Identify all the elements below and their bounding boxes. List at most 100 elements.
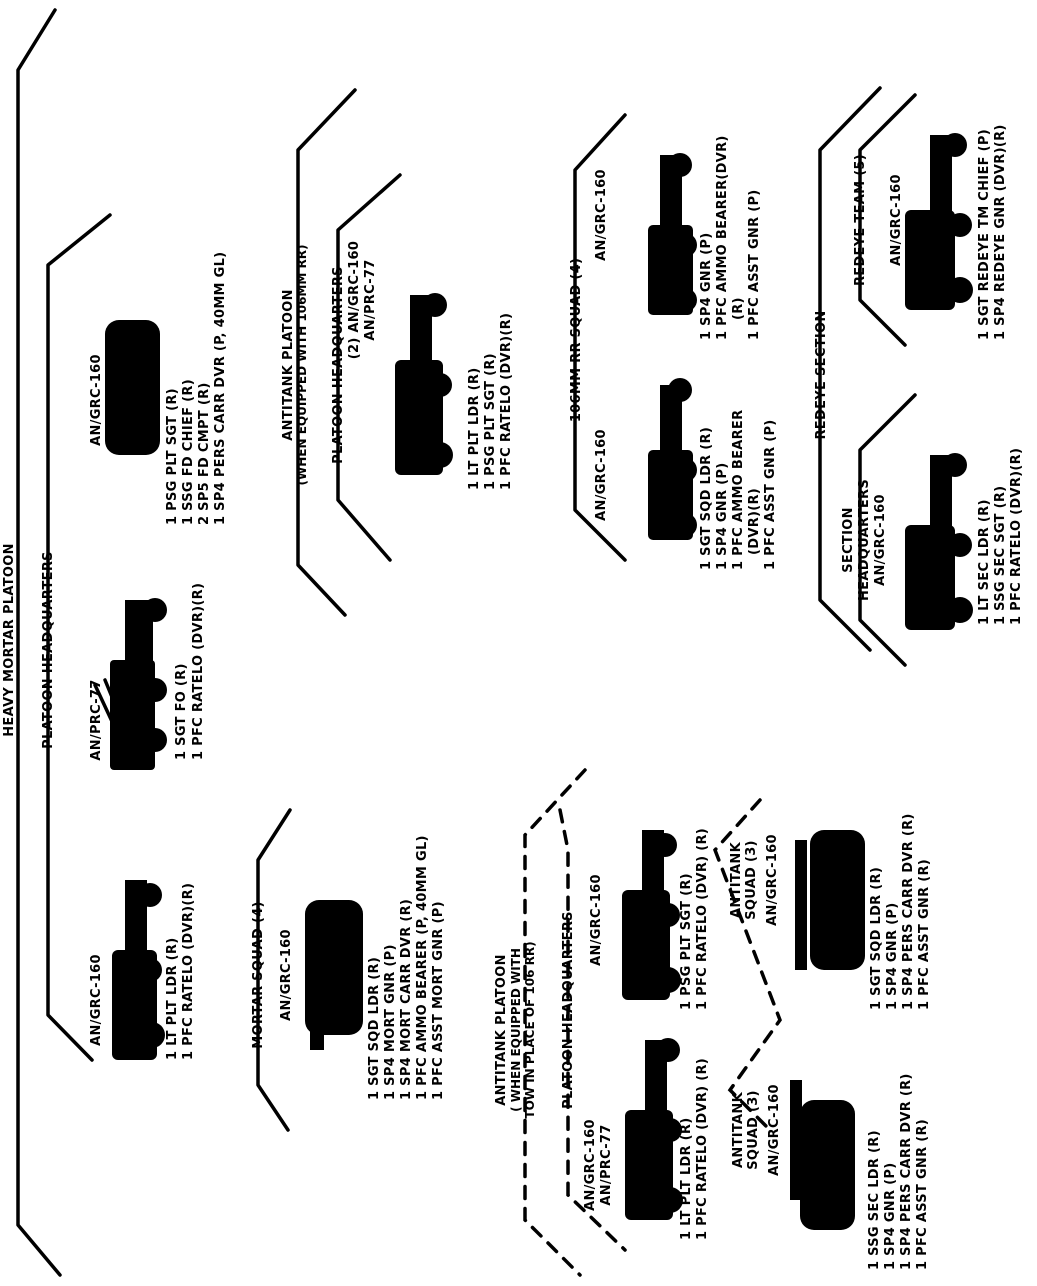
label-text: ANTITANK PLATOON bbox=[281, 289, 296, 441]
label-text: 1 LT PLT LDR (R) bbox=[467, 368, 482, 490]
label-text: ( WHEN EQUIPPED WITH bbox=[509, 948, 523, 1112]
label-text: 1 PFC AMMO BEARER(DVR) bbox=[715, 135, 730, 340]
label-text: 1 SGT FO (R) bbox=[174, 663, 189, 760]
label-text: 1 PSG PLT SGT (R) bbox=[165, 388, 180, 525]
label-text: 1 PFC ASST GNR (R) bbox=[917, 859, 932, 1010]
label-text: AN/GRC-160 bbox=[765, 834, 780, 926]
label-text: AN/GRC-160 bbox=[594, 169, 609, 261]
antitank-106-bracket bbox=[296, 88, 357, 617]
label-text: TOW IN PLACE OF 106 RR) bbox=[523, 941, 537, 1118]
jeep-icon bbox=[625, 1038, 683, 1220]
antitank-106-hq-bracket bbox=[336, 173, 402, 562]
label-text: 1 SGT SQD LDR (R) bbox=[367, 957, 382, 1100]
label-text: 1 SP4 PERS CARR DVR (P, 40MM GL) bbox=[213, 252, 228, 525]
tow-carrier-icon bbox=[790, 1080, 855, 1230]
redeye-section-bracket bbox=[818, 86, 882, 652]
carrier-icon bbox=[305, 900, 363, 1050]
label-text: 1 SP4 GNR (P) bbox=[715, 463, 730, 570]
label-text: 1 PFC RATELO (DVR)(R) bbox=[1009, 448, 1024, 625]
jeep-icon bbox=[905, 453, 973, 630]
label-text: PLATOON HEADQUARTERS bbox=[561, 911, 576, 1109]
redeye-section: REDEYE SECTION SECTION HEADQUARTERS AN/G… bbox=[814, 124, 1024, 630]
label-text: 1 SGT REDEYE TM CHIEF (P) bbox=[977, 129, 992, 340]
label-text: SQUAD (3) bbox=[746, 1090, 761, 1170]
label-text: 1 PFC ASST GNR (R) bbox=[915, 1119, 930, 1270]
label-text: REDEYE SECTION bbox=[814, 310, 829, 439]
label-text: 1 PFC ASST GNR (P) bbox=[747, 189, 762, 340]
label-text: AN/PRC-77 bbox=[363, 259, 378, 340]
label-text: AN/GRC-160 bbox=[873, 494, 888, 586]
label-text: HEADQUARTERS bbox=[857, 479, 872, 601]
label-text: 1 PFC RATELO (DVR)(R) bbox=[499, 313, 514, 490]
label-text: 1 SP4 MORT CARR DVR (R) bbox=[399, 899, 414, 1100]
label-text: 1 PFC RATELO (DVR)(R) bbox=[181, 883, 196, 1060]
label-text: SQUAD (3) bbox=[744, 840, 759, 920]
label-text: MORTAR SQUAD (4) bbox=[251, 901, 266, 1049]
redeye-hq-bracket bbox=[858, 393, 917, 667]
label-text: (R) bbox=[731, 297, 746, 320]
label-text: 2 SP5 FD CMPT (R) bbox=[197, 382, 212, 525]
label-text: 1 SP4 GNR (P) bbox=[699, 233, 714, 340]
label-text: ANTITANK PLATOON bbox=[494, 954, 509, 1106]
label-text: AN/GRC-160 bbox=[889, 174, 904, 266]
hq-unit-2: AN/PRC-77 1 SGT FO (R) 1 PFC RATELO (DVR… bbox=[89, 583, 206, 770]
label-text: 1 SP4 PERS CARR DVR (R) bbox=[901, 813, 916, 1010]
label-text: 1 LT PLT LDR (R) bbox=[679, 1118, 694, 1240]
label-text: 1 SP4 GNR (P) bbox=[885, 903, 900, 1010]
jeep-recoilless-rifle-icon bbox=[648, 153, 697, 315]
label-text: PLATOON HEADQUARTERS bbox=[41, 551, 56, 749]
platoon-bracket bbox=[16, 8, 62, 1277]
label-text: 1 SSG SEC SGT (R) bbox=[993, 486, 1008, 625]
label-text: ANTITANK bbox=[731, 1091, 746, 1168]
label-text: AN/GRC-160 bbox=[767, 1084, 782, 1176]
antitank-squads-bracket bbox=[712, 798, 782, 1132]
hq-unit-1: AN/GRC-160 1 LT PLT LDR (R) 1 PFC RATELO… bbox=[89, 880, 196, 1060]
rr-squad: 106MM RR SQUAD (4) AN/GRC-160 1 SGT SQD … bbox=[569, 135, 778, 570]
label-text: 1 SSG FD CHIEF (R) bbox=[181, 379, 196, 525]
antitank-tow-hq-bracket bbox=[558, 808, 627, 1252]
label-text: 1 PFC RATELO (DVR) (R) bbox=[695, 828, 710, 1010]
label-text: 1 SP4 REDEYE GNR (DVR)(R) bbox=[993, 124, 1008, 340]
truck-icon bbox=[93, 598, 167, 770]
label-text: 1 LT SEC LDR (R) bbox=[977, 499, 992, 625]
bracket-lines bbox=[16, 8, 917, 1277]
antitank-tow-bracket bbox=[523, 768, 587, 1277]
label-text: AN/GRC-160 bbox=[583, 1119, 598, 1211]
label-text: 1 SP4 MORT GNR (P) bbox=[383, 944, 398, 1100]
antitank-106-platoon: ANTITANK PLATOON (WHEN EQUIPPED WITH 106… bbox=[281, 241, 514, 490]
platoon-hq-title: PLATOON HEADQUARTERS bbox=[41, 551, 56, 749]
label-text: 1 SSG SEC LDR (R) bbox=[867, 1130, 882, 1270]
platoon-hq-bracket bbox=[46, 213, 112, 1062]
label-text: 1 PFC AMMO BEARER bbox=[731, 410, 746, 570]
label-text: (DVR)(R) bbox=[747, 488, 762, 555]
jeep-icon bbox=[905, 133, 973, 310]
mortar-squad: MORTAR SQUAD (4) AN/GRC-160 1 SGT SQD LD… bbox=[251, 835, 446, 1100]
label-text: AN/GRC-160 bbox=[279, 929, 294, 1021]
label-text: 1 PFC ASST GNR (P) bbox=[763, 419, 778, 570]
jeep-recoilless-rifle-icon bbox=[648, 378, 697, 540]
label-text: 1 SP4 PERS CARR DVR (R) bbox=[899, 1073, 914, 1270]
jeep-icon bbox=[622, 830, 681, 1000]
tow-carrier-icon bbox=[795, 830, 865, 970]
label-text: HEAVY MORTAR PLATOON bbox=[2, 543, 17, 737]
label-text: (2) AN/GRC-160 bbox=[347, 241, 362, 359]
label-text: 1 LT PLT LDR (R) bbox=[165, 938, 180, 1060]
label-text: 1 PSG PLT SGT (R) bbox=[679, 873, 694, 1010]
label-text: (WHEN EQUIPPED WITH 106MM RR) bbox=[295, 245, 309, 486]
mortar-squad-bracket bbox=[256, 808, 292, 1132]
label-text: AN/GRC-160 bbox=[89, 354, 104, 446]
label-text: 1 PFC AMMO BEARER (P, 40MM GL) bbox=[415, 835, 430, 1100]
label-text: ANTITANK bbox=[729, 841, 744, 918]
jeep-icon bbox=[395, 293, 453, 475]
label-text: 1 PFC RATELO (DVR)(R) bbox=[191, 583, 206, 760]
label-text: 1 PSG PLT SGT (R) bbox=[483, 353, 498, 490]
label-text: 1 SGT SQD LDR (R) bbox=[699, 427, 714, 570]
label-text: 1 SGT SQD LDR (R) bbox=[869, 867, 884, 1010]
carrier-icon bbox=[105, 320, 160, 455]
label-text: SECTION bbox=[841, 507, 856, 573]
label-text: 1 PFC RATELO (DVR) (R) bbox=[695, 1058, 710, 1240]
label-text: 1 PFC ASST MORT GNR (P) bbox=[431, 901, 446, 1100]
hq-unit-3: AN/GRC-160 1 PSG PLT SGT (R) 1 SSG FD CH… bbox=[89, 252, 228, 525]
label-text: AN/GRC-160 bbox=[594, 429, 609, 521]
